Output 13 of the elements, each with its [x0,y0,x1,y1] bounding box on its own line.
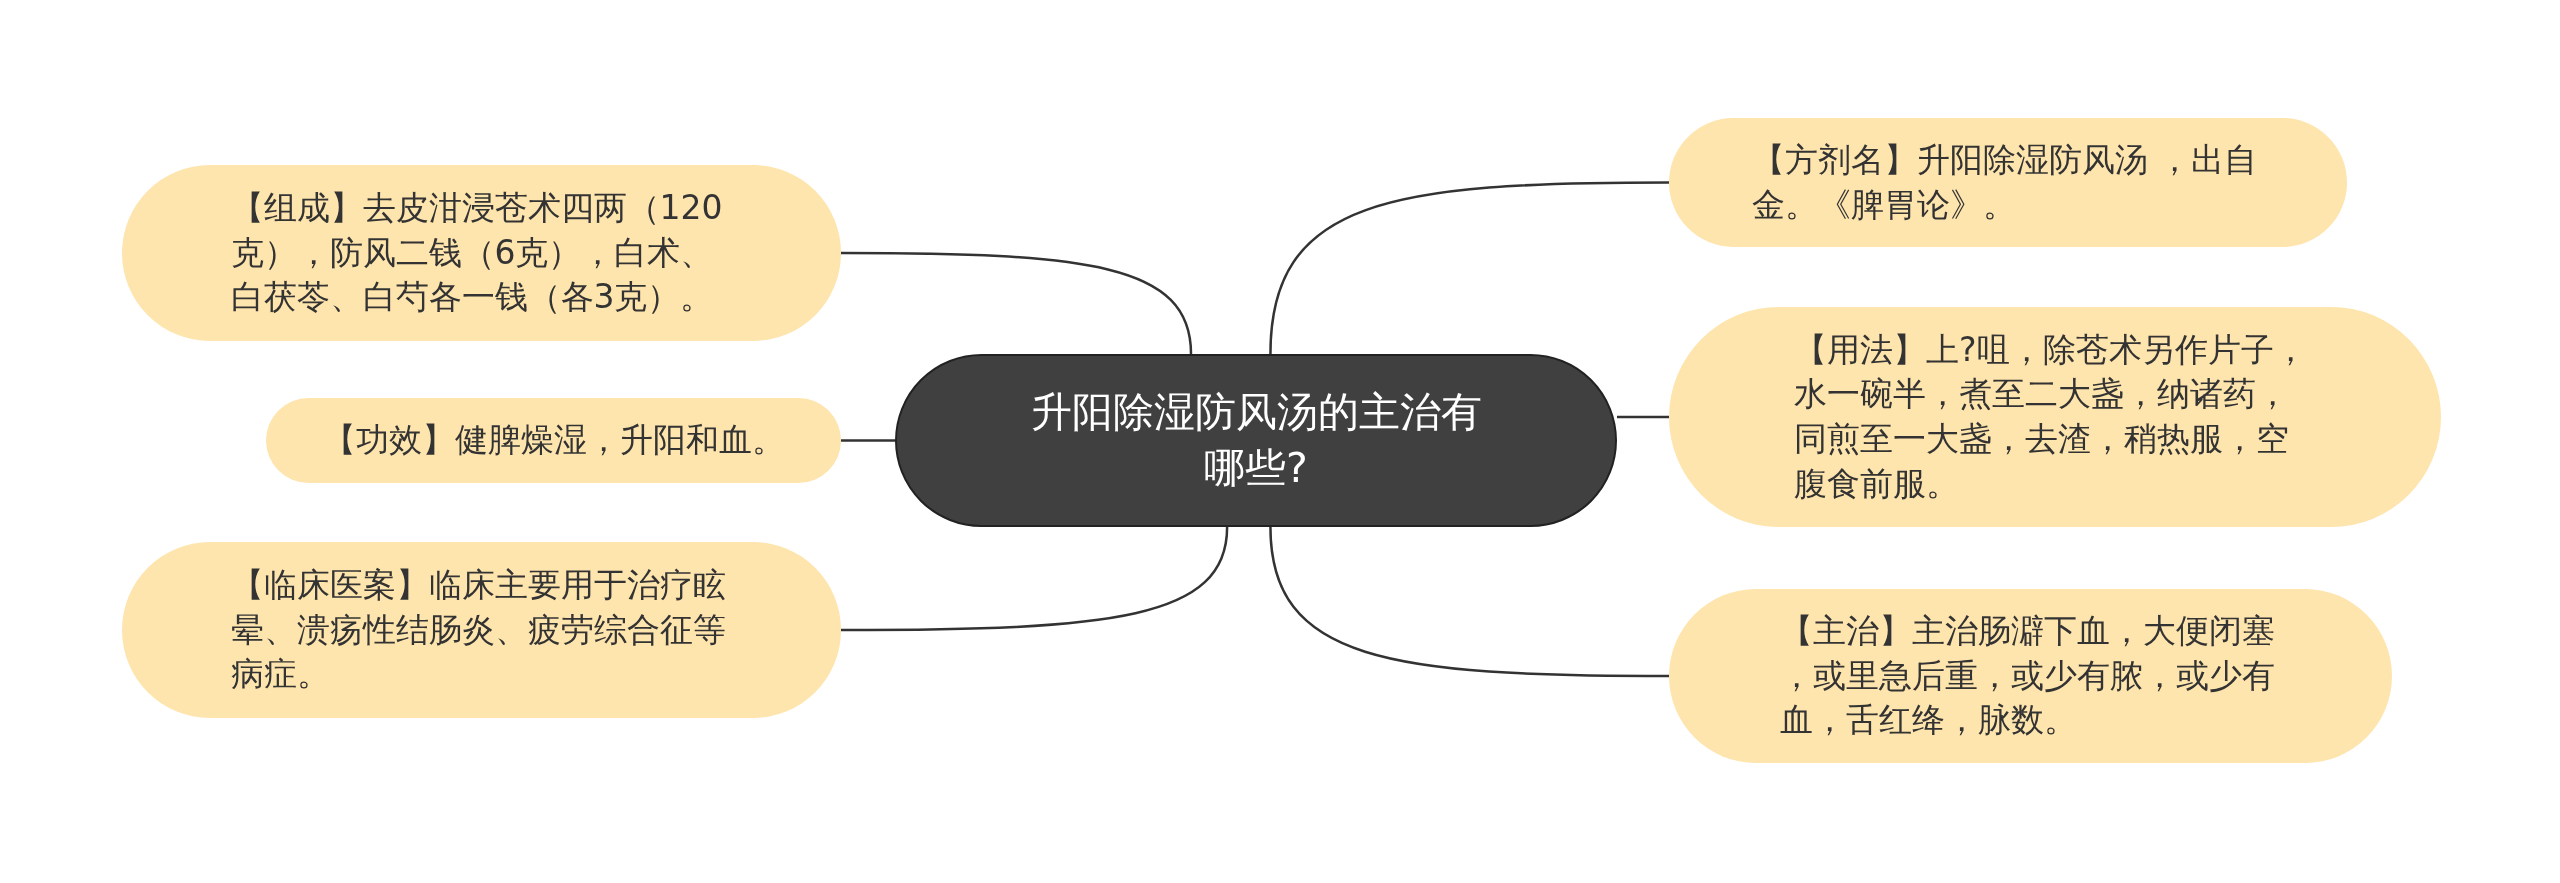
topic-text: 【方剂名】升阳除湿防风汤 ，出自金。《脾胃论》。 [1752,138,2259,226]
connector-line [1617,415,1669,419]
connector-line [1269,526,1669,678]
connector-line [841,439,895,442]
connector-line [1269,181,1669,355]
topic-text: 【组成】去皮泔浸苍术四两（120克），防风二钱（6克），白术、白茯苓、白芍各一钱（各3克）。 [230,187,724,319]
topic-text: 【用法】上?咀，除苍术另作片子，水一碗半，煮至二大盏，纳诸药，同煎至一大盏，去渣，稍热服，空腹食前服。 [1794,328,2308,505]
connector-line [841,526,1229,632]
topic-text: 【主治】主治肠澼下血，大便闭塞，或里急后重，或少有脓，或少有血，舌红绛，脉数。 [1779,610,2276,742]
topic-title: 升阳除湿防风汤的主治有哪些? [1029,387,1483,494]
connector-line [841,251,1193,355]
topic-text: 【临床医案】临床主要用于治疗眩晕、溃疡性结肠炎、疲劳综合征等病症。 [230,564,727,696]
topic-text: 【功效】健脾燥湿，升阳和血。 [322,419,785,462]
